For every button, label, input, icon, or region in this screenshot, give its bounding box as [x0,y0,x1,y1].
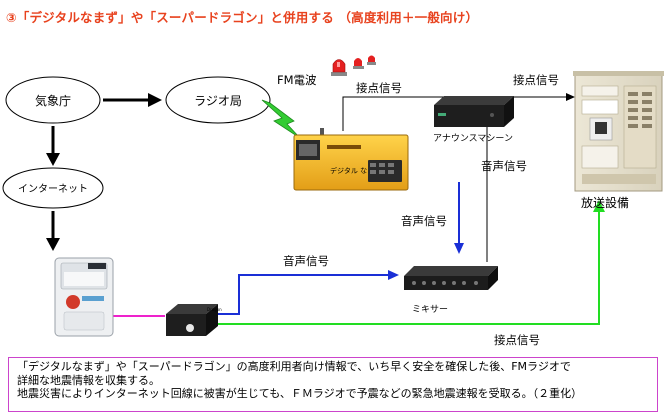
radio-station-label: ラジオ局 [194,94,242,108]
audio-signal-line-dragon [218,270,399,315]
namazu-receiver-device [54,257,114,337]
warning-lamp-large-icon [331,59,347,76]
weather-agency-label: 気象庁 [35,93,71,108]
caption-line: 「デジタルなまず」や「スーパードラゴン」の高度利用者向け情報で、いち早く安全を確… [17,360,571,373]
audio-signal-line-to-mixer [454,182,464,254]
agency-to-radio-arrow [103,93,162,107]
contact-signal-label: 接点信号 [356,81,402,95]
warning-lamp-small-icon [367,55,376,65]
digital-namazu-device: デジタル なまず [293,128,409,191]
internet-to-namazu-arrow [46,211,60,251]
dragon-brand-text: Dragon [207,307,222,312]
broadcast-equipment-label: 放送設備 [581,195,629,210]
mixer-device [404,266,498,290]
description-caption: 「デジタルなまず」や「スーパードラゴン」の高度利用者向け情報で、いち早く安全を確… [8,357,658,412]
audio-signal-label: 音声信号 [283,254,329,268]
contact-signal-label: 接点信号 [494,333,540,347]
agency-to-internet-arrow [46,126,60,166]
announce-machine-label: アナウンスマシーン [433,133,513,144]
weather-agency-node: 気象庁 [5,76,101,124]
contact-signal-line-green [205,200,605,325]
audio-signal-label: 音声信号 [401,214,447,228]
fm-wave-bolt-icon [261,99,301,139]
radio-station-node: ラジオ局 [165,76,271,124]
broadcast-equipment-device [573,71,664,192]
contact-signal-label: 接点信号 [513,73,559,87]
internet-node: インターネット [2,167,104,209]
announce-to-broadcast-line [512,93,575,101]
fm-wave-label: FM電波 [277,73,317,87]
warning-lamp-small-icon [353,58,364,69]
mixer-label: ミキサー [412,304,448,315]
namazu-to-announce-line [342,96,444,131]
internet-label: インターネット [18,183,88,195]
super-dragon-device: Dragon [166,304,222,336]
audio-signal-label: 音声信号 [481,159,527,173]
page-title: ③「デジタルなまず」や「スーパードラゴン」と併用する （高度利用＋一般向け） [6,10,479,25]
namazu-logo-text: デジタル なまず [330,166,381,175]
warning-lamp-icons [331,55,376,76]
caption-line: 地震災害によりインターネット回線に被害が生じても、ＦＭラジオで予震などの緊急地震… [17,387,583,400]
announce-machine-device [434,96,514,127]
caption-line: 詳細な地震情報を収集する。 [17,373,160,387]
